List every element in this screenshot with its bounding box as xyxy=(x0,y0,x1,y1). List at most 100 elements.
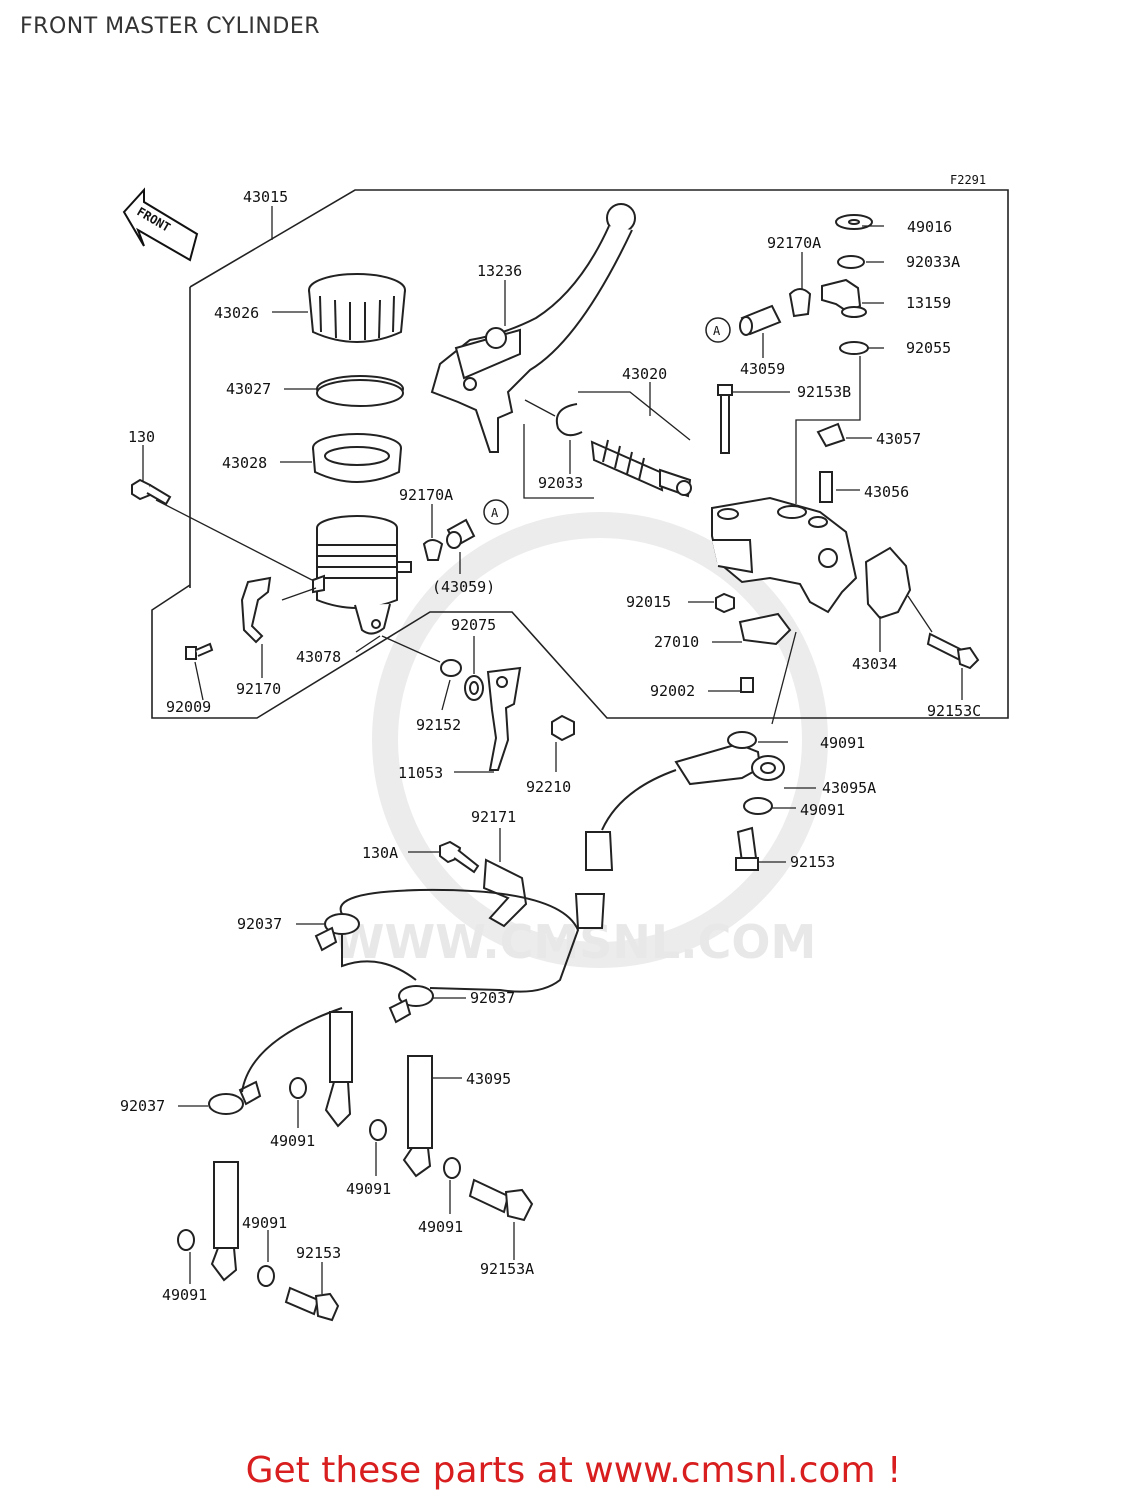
svg-text:A: A xyxy=(491,506,499,520)
piston-kit xyxy=(590,439,692,498)
bolt-92153a xyxy=(468,1178,534,1222)
label-43056: 43056 xyxy=(864,483,909,501)
fitting-43057 xyxy=(816,422,846,448)
label-92153c: 92153C xyxy=(927,702,981,720)
label-43020: 43020 xyxy=(622,365,667,383)
label-92153b: 92153B xyxy=(797,383,851,401)
page-title: FRONT MASTER CYLINDER xyxy=(20,14,321,39)
label-27010: 27010 xyxy=(654,633,699,651)
label-92037-a: 92037 xyxy=(237,915,282,933)
label-43026: 43026 xyxy=(214,304,259,322)
footer-link-text[interactable]: Get these parts at www.cmsnl.com ! xyxy=(245,1450,902,1491)
holder-43034 xyxy=(864,546,912,620)
washer-92075 xyxy=(464,675,484,701)
figure-code: F2291 xyxy=(950,173,986,187)
label-43059: 43059 xyxy=(740,360,785,378)
washer-49091-upper xyxy=(727,731,773,815)
label-49091-g: 49091 xyxy=(162,1286,207,1304)
parts-diagram: WWW.CMSNL.COM FRONT F2291 xyxy=(120,173,1009,1322)
washers-49091-lower xyxy=(177,1077,461,1287)
label-92033: 92033 xyxy=(538,474,583,492)
label-92153-a: 92153 xyxy=(790,853,835,871)
label-92037-b: 92037 xyxy=(470,989,515,1007)
reservoir-cap xyxy=(308,273,406,343)
label-49091-a: 49091 xyxy=(820,734,865,752)
hose-sleeve-upper xyxy=(574,831,614,929)
label-43027: 43027 xyxy=(226,380,271,398)
label-130: 130 xyxy=(128,428,155,446)
nut-92015 xyxy=(715,592,735,614)
reservoir-seal-ring xyxy=(316,375,404,407)
screw-92009 xyxy=(185,642,214,660)
bolt-92153c xyxy=(926,632,980,670)
circlip-92033a xyxy=(837,255,865,269)
leader-lines xyxy=(142,206,963,1294)
spacer-92152 xyxy=(440,659,462,677)
label-92037-c: 92037 xyxy=(120,1097,165,1115)
label-49091-f: 49091 xyxy=(242,1214,287,1232)
reservoir-clamp xyxy=(240,576,272,644)
label-43034: 43034 xyxy=(852,655,897,673)
bolt-92153-lower xyxy=(284,1286,340,1322)
label-92002: 92002 xyxy=(650,682,695,700)
part-labels: 43015 13236 43026 43027 43028 130 92170A… xyxy=(120,188,981,1304)
hose-43095-c xyxy=(210,1161,239,1282)
label-92033a: 92033A xyxy=(906,253,960,271)
label-92015: 92015 xyxy=(626,593,671,611)
screw-92153b xyxy=(717,384,733,454)
bolt-130 xyxy=(131,478,172,506)
hose-43095-a xyxy=(324,1011,353,1128)
label-92153a: 92153A xyxy=(480,1260,534,1278)
reservoir-tank xyxy=(312,515,412,635)
label-49091-b: 49091 xyxy=(800,801,845,819)
svg-text:A: A xyxy=(713,324,721,338)
label-49091-d: 49091 xyxy=(346,1180,391,1198)
hose-clip-right xyxy=(788,288,812,318)
label-43095: 43095 xyxy=(466,1070,511,1088)
label-49091-c: 49091 xyxy=(270,1132,315,1150)
label-13236: 13236 xyxy=(477,262,522,280)
nut-92210 xyxy=(551,714,575,742)
banjo-92037-c xyxy=(208,1080,262,1115)
circlip-92033 xyxy=(555,403,583,437)
label-43057: 43057 xyxy=(876,430,921,448)
label-92171: 92171 xyxy=(471,808,516,826)
hose-43095a xyxy=(674,742,785,786)
label-43028: 43028 xyxy=(222,454,267,472)
label-130a: 130A xyxy=(362,844,398,862)
bracket-11053 xyxy=(486,666,522,771)
label-49016: 49016 xyxy=(907,218,952,236)
master-cylinder-body xyxy=(711,496,858,614)
hose-clip-left xyxy=(422,539,444,561)
hose-right xyxy=(739,304,782,336)
label-92170a-right: 92170A xyxy=(767,234,821,252)
label-92152: 92152 xyxy=(416,716,461,734)
ref-a-right: A xyxy=(705,317,731,343)
assembly-outline xyxy=(151,189,1009,719)
bolt-92153-upper xyxy=(735,826,759,871)
hose-left xyxy=(446,518,476,549)
cap-49016 xyxy=(835,214,873,230)
label-11053: 11053 xyxy=(398,764,443,782)
fitting-13159 xyxy=(821,278,867,318)
reservoir-diaphragm xyxy=(312,433,402,483)
label-92170: 92170 xyxy=(236,680,281,698)
hose-43095-b xyxy=(402,1055,433,1178)
oring-92055 xyxy=(839,341,869,355)
label-43059-paren: (43059) xyxy=(432,578,495,596)
bolt-130a xyxy=(439,840,480,874)
banjo-92037-b xyxy=(388,985,434,1024)
screw-92002 xyxy=(740,677,754,693)
label-92009: 92009 xyxy=(166,698,211,716)
label-13159: 13159 xyxy=(906,294,951,312)
label-49091-e: 49091 xyxy=(418,1218,463,1236)
label-92055: 92055 xyxy=(906,339,951,357)
label-43078: 43078 xyxy=(296,648,341,666)
front-direction-arrow: FRONT xyxy=(122,187,199,262)
brake-switch xyxy=(738,612,792,646)
brake-lever xyxy=(430,203,636,453)
label-43015: 43015 xyxy=(243,188,288,206)
bracket-92171 xyxy=(482,858,528,928)
label-92170a-left: 92170A xyxy=(399,486,453,504)
label-92075: 92075 xyxy=(451,616,496,634)
